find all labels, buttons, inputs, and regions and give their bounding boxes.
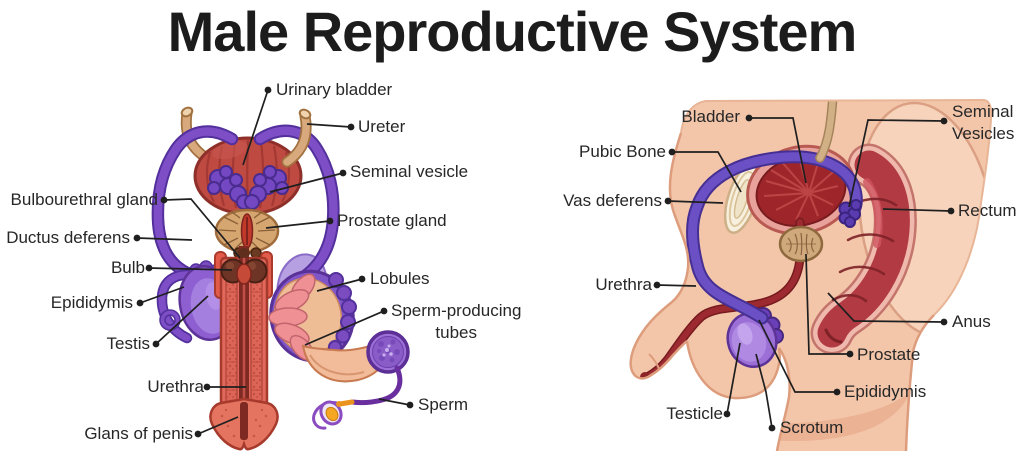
label-seminal-vesicle: Seminal vesicle — [350, 162, 469, 181]
front-view-illustration — [151, 106, 410, 451]
label-pubic-bone: Pubic Bone — [579, 142, 666, 161]
label-ductus-deferens: Ductus deferens — [6, 228, 130, 247]
penis-shaft-shape — [219, 246, 269, 410]
sperm-shape — [312, 400, 343, 430]
label-vas-deferens: Vas deferens — [563, 191, 662, 210]
label-anus: Anus — [952, 312, 991, 331]
label-bladder: Bladder — [681, 107, 740, 126]
seminal-vesicle-shape — [207, 165, 289, 210]
label-urethra-front: Urethra — [147, 377, 204, 396]
side-view-illustration — [629, 98, 993, 451]
label-glans-of-penis: Glans of penis — [84, 424, 193, 443]
prostate-gland-shape — [214, 208, 280, 254]
ureter-side-shape — [815, 100, 838, 163]
shadow-band-shape — [630, 386, 910, 442]
bulb-shape — [220, 248, 268, 285]
leader-lines — [136, 89, 952, 435]
label-epididymis-side: Epididymis — [844, 382, 927, 401]
glans-of-penis-shape — [209, 397, 279, 451]
label-ureter: Ureter — [358, 117, 406, 136]
ureter-right-shape — [281, 108, 312, 168]
label-bulb: Bulb — [110, 258, 145, 277]
label-scrotum: Scrotum — [780, 418, 844, 437]
label-lobules: Lobules — [370, 269, 430, 288]
label-testicle: Testicle — [666, 404, 723, 423]
prostate-side-shape — [778, 225, 824, 263]
leader-dots — [133, 86, 955, 438]
label-bulbourethral-gland: Bulbourethral gland — [10, 190, 158, 209]
body-outline — [629, 98, 993, 451]
rectum-shape — [810, 143, 917, 355]
page-title: Male Reproductive System — [167, 0, 858, 63]
label-epididymis: Epididymis — [50, 293, 133, 312]
label-sperm: Sperm — [418, 395, 469, 414]
label-urethra-side: Urethra — [595, 275, 652, 294]
label-prostate-gland: Prostate gland — [337, 211, 447, 230]
label-urinary-bladder: Urinary bladder — [276, 80, 393, 99]
cut-testis-shape — [268, 269, 357, 363]
label-rectum: Rectum — [958, 201, 1017, 220]
ductus-deferens-shape — [151, 124, 340, 344]
label-prostate: Prostate — [857, 345, 921, 364]
label-testis: Testis — [106, 334, 150, 353]
